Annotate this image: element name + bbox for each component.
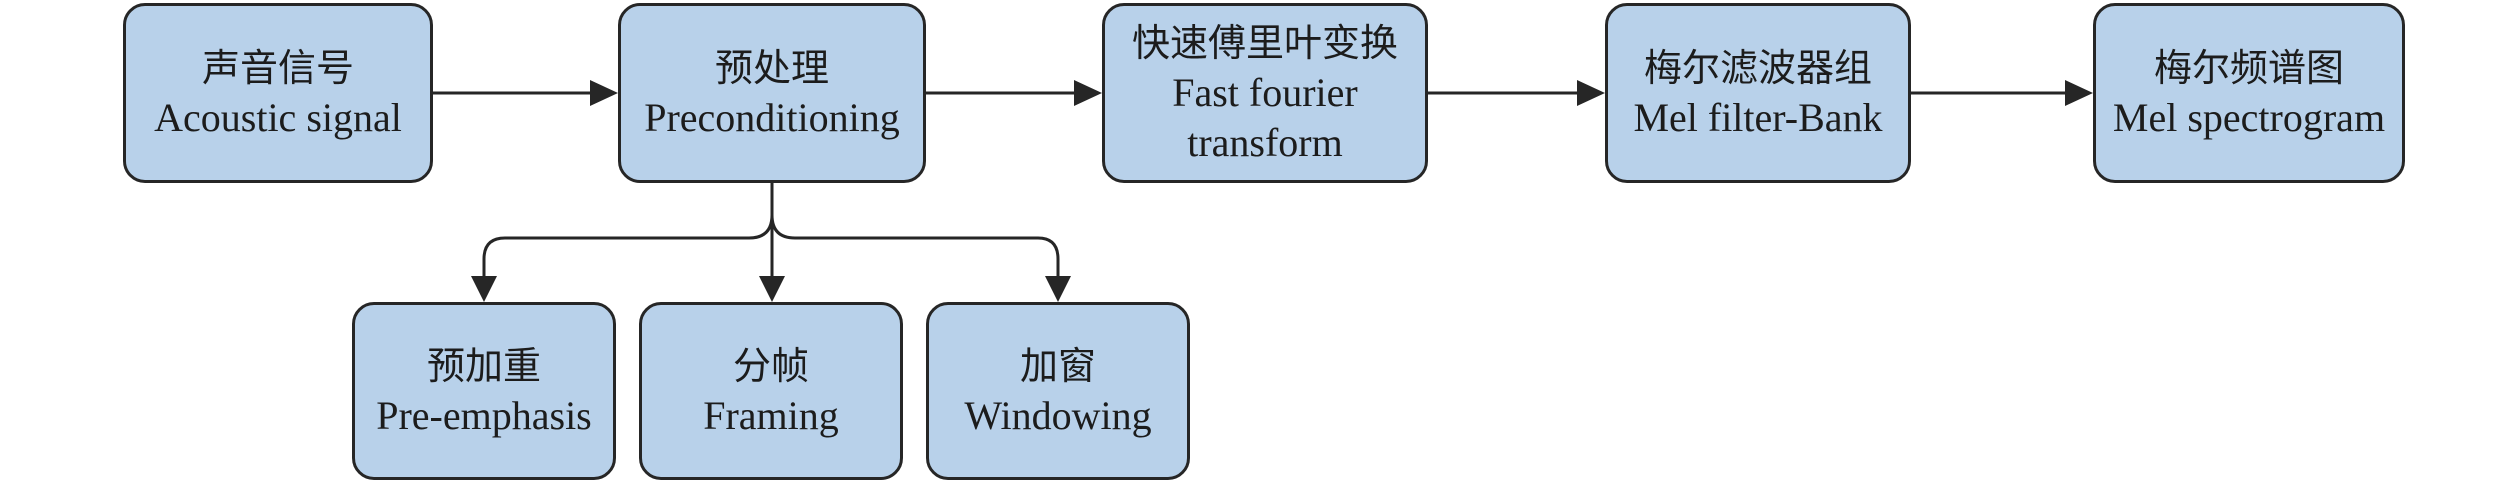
node-label-zh: 分帧: [732, 344, 809, 388]
arrowhead-fft: [1074, 80, 1102, 106]
node-label-zh: 梅尔滤波器组: [1643, 46, 1872, 90]
node-label-zh: 声音信号: [201, 46, 354, 90]
arrowhead-pre: [590, 80, 618, 106]
node-mel-filter-bank: 梅尔滤波器组 Mel filter-Bank: [1605, 3, 1911, 183]
node-windowing: 加窗 Windowing: [926, 302, 1190, 480]
node-label-en: Framing: [703, 393, 839, 438]
node-label-en: Acoustic signal: [154, 95, 402, 140]
node-acoustic-signal: 声音信号 Acoustic signal: [123, 3, 433, 183]
node-framing: 分帧 Framing: [639, 302, 903, 480]
node-pre-emphasis: 预加重 Pre-emphasis: [352, 302, 616, 480]
node-label-zh: 快速傅里叶变换: [1131, 21, 1398, 65]
arrowhead-spec: [2065, 80, 2093, 106]
arrowhead-mel: [1577, 80, 1605, 106]
node-preconditioning: 预处理 Preconditioning: [618, 3, 926, 183]
node-fast-fourier-transform: 快速傅里叶变换 Fast fourier transform: [1102, 3, 1428, 183]
branch-left: [482, 214, 774, 278]
arrowhead-emphasis: [471, 276, 497, 302]
arrowhead-window: [1045, 276, 1071, 302]
node-mel-spectrogram: 梅尔频谱图 Mel spectrogram: [2093, 3, 2405, 183]
node-label-en-line2: transform: [1187, 120, 1343, 165]
node-label-en: Windowing: [964, 393, 1152, 438]
branch-right: [770, 214, 1060, 278]
node-label-en: Pre-emphasis: [376, 393, 592, 438]
node-label-zh: 加窗: [1019, 344, 1096, 388]
node-label-en-line1: Fast fourier: [1172, 70, 1358, 115]
node-label-zh: 预加重: [426, 344, 541, 388]
node-label-zh: 预处理: [714, 46, 829, 90]
node-label-en: Preconditioning: [644, 95, 900, 140]
arrowhead-framing: [759, 276, 785, 302]
node-label-en: Mel spectrogram: [2112, 95, 2386, 140]
node-label-zh: 梅尔频谱图: [2153, 46, 2344, 90]
node-label-en: Mel filter-Bank: [1633, 95, 1883, 140]
